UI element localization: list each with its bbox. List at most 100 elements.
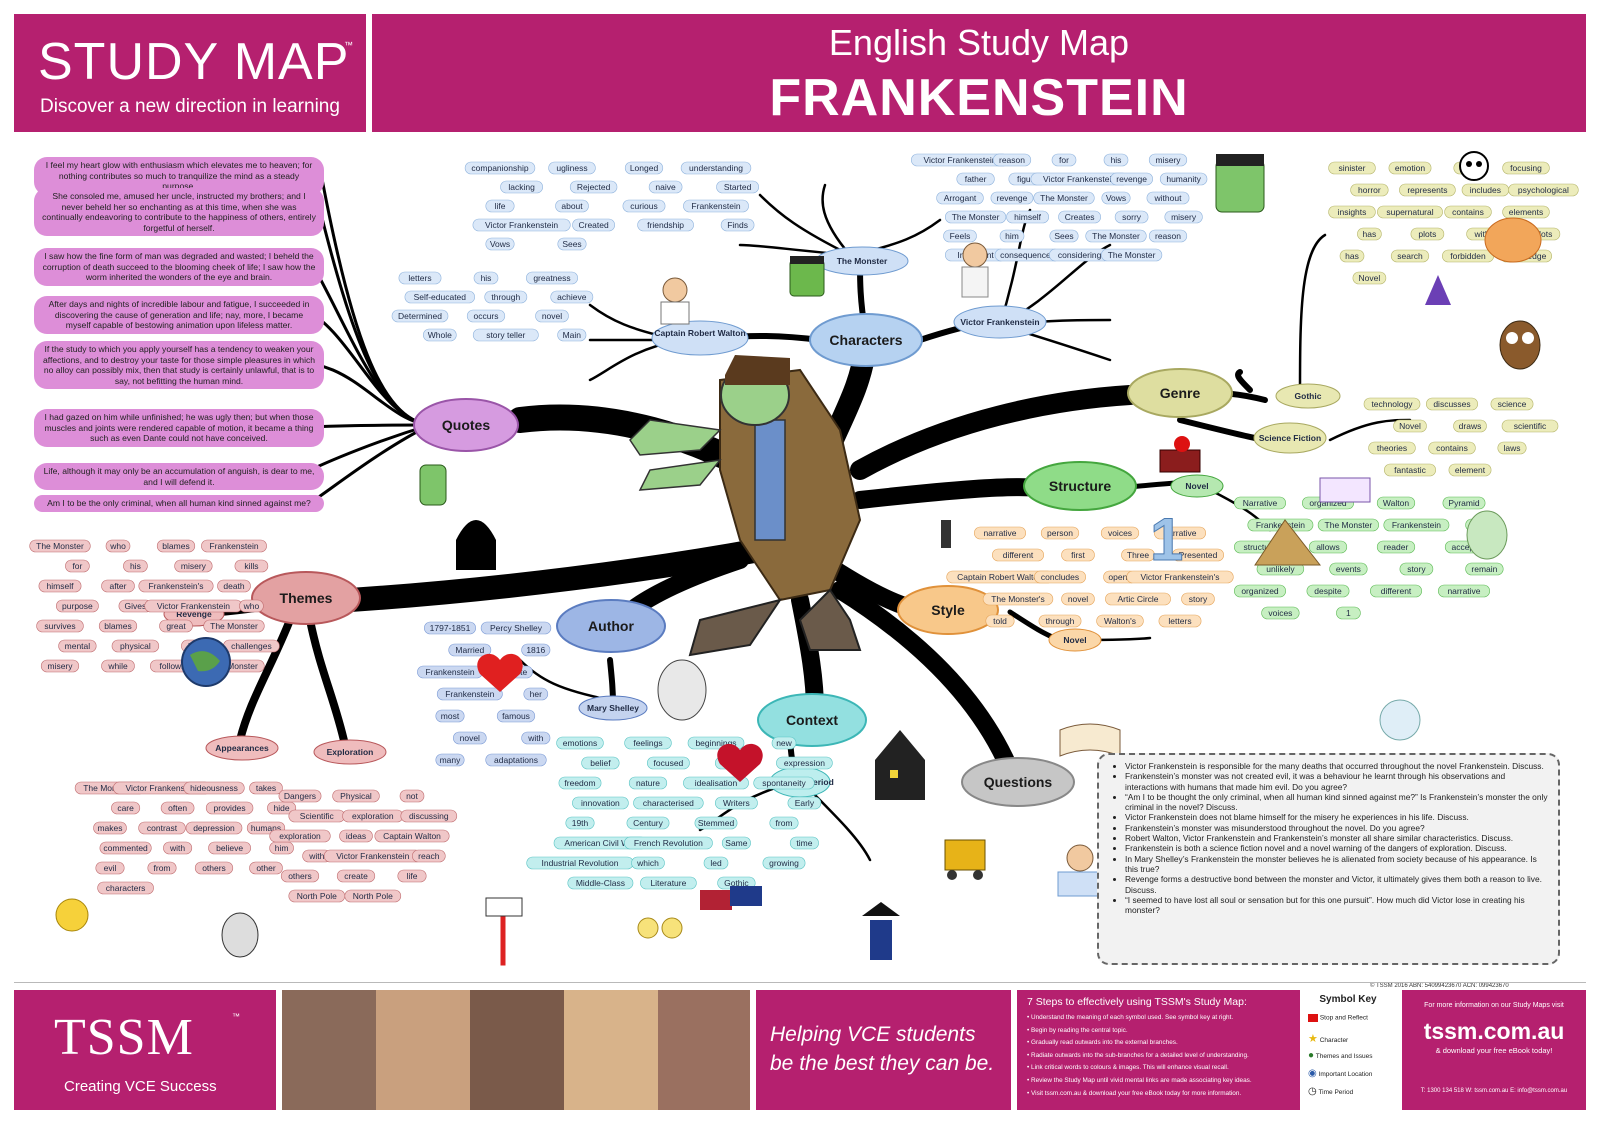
hub-quotes[interactable]: Quotes xyxy=(413,398,519,452)
term-pill: takes xyxy=(249,781,283,795)
node-victor-frankenstein[interactable]: Victor Frankenstein xyxy=(953,305,1047,339)
term-pill-bg xyxy=(1049,229,1079,243)
slogan-line-2: be the best they can be. xyxy=(770,1052,995,1075)
term-pill: misery xyxy=(1148,153,1188,167)
term-pill-bg xyxy=(1172,548,1225,562)
term-label: others xyxy=(288,871,312,881)
term-pill: achieve xyxy=(550,290,594,304)
term-label: remain xyxy=(1471,564,1497,574)
term-pill-bg xyxy=(123,559,148,573)
term-pill: insights xyxy=(1328,205,1376,219)
term-pill: The Monster xyxy=(1033,191,1095,205)
term-label: Vows xyxy=(490,239,510,249)
term-label: create xyxy=(344,871,368,881)
term-pill-bg xyxy=(1261,606,1300,620)
term-label: himself xyxy=(1014,212,1042,222)
hub-genre[interactable]: Genre xyxy=(1127,368,1233,418)
term-label: occurs xyxy=(473,311,498,321)
term-pill: theories xyxy=(1368,441,1416,455)
term-pill-bg xyxy=(163,841,193,855)
term-label: companionship xyxy=(471,163,528,173)
term-pill-bg xyxy=(1465,562,1504,576)
term-label: Three xyxy=(1127,550,1149,560)
term-pill-bg xyxy=(269,829,331,843)
term-label: Creates xyxy=(1065,212,1095,222)
term-pill: draws xyxy=(1453,419,1487,433)
term-pill: Three xyxy=(1121,548,1155,562)
term-label: Frankenstein xyxy=(209,541,258,551)
term-pill-bg xyxy=(628,776,668,790)
term-pill-bg xyxy=(411,849,446,863)
term-pill: story xyxy=(1181,592,1215,606)
term-label: Presented xyxy=(1179,550,1218,560)
hub-author[interactable]: Author xyxy=(556,599,666,653)
website-link[interactable]: tssm.com.au xyxy=(1423,1018,1565,1044)
term-pill: The Monster xyxy=(29,539,91,553)
node-gothic[interactable]: Gothic xyxy=(1275,383,1341,409)
term-pill: friendship xyxy=(637,218,694,232)
hub-context[interactable]: Context xyxy=(757,693,867,747)
term-label: death xyxy=(223,581,245,591)
node-exploration[interactable]: Exploration xyxy=(313,739,387,765)
term-pill: without xyxy=(1146,191,1190,205)
term-label: Novel xyxy=(1399,421,1421,431)
slogan: Helping VCE students be the best they ca… xyxy=(770,1020,994,1078)
hub-structure[interactable]: Structure xyxy=(1023,461,1137,511)
term-label: The Monster xyxy=(952,212,1000,222)
term-pill: misery xyxy=(40,659,80,673)
term-pill-bg xyxy=(1399,562,1434,576)
steps-list: • Understand the meaning of each symbol … xyxy=(1027,1012,1252,1100)
term-pill: evil xyxy=(95,861,125,875)
term-pill: feelings xyxy=(624,736,672,750)
term-pill: blames xyxy=(98,619,138,633)
number-one-icon: 1 xyxy=(1150,506,1184,574)
term-label: Sees xyxy=(562,239,581,249)
svg-text:Novel: Novel xyxy=(1185,481,1208,491)
term-pill: with xyxy=(521,731,551,745)
term-pill: reader xyxy=(1376,540,1416,554)
term-pill-bg xyxy=(646,756,690,770)
node-the-monster[interactable]: The Monster xyxy=(815,246,909,276)
term-pill: 1797-1851 xyxy=(423,621,476,635)
hub-questions[interactable]: Questions xyxy=(961,757,1075,807)
term-pill: ugliness xyxy=(548,161,596,175)
term-label: fantastic xyxy=(1394,465,1426,475)
node-science-fiction[interactable]: Science Fiction xyxy=(1253,422,1327,454)
term-label: Literature xyxy=(650,878,686,888)
node-appearances[interactable]: Appearances xyxy=(205,735,279,761)
term-label: has xyxy=(1345,251,1359,261)
term-label: commented xyxy=(103,843,148,853)
hub-style[interactable]: Style xyxy=(897,585,999,635)
svg-text:Structure: Structure xyxy=(1049,478,1111,494)
term-label: Victor Frankenstein xyxy=(485,220,558,230)
term-pill-bg xyxy=(95,861,125,875)
term-label: care xyxy=(117,803,134,813)
term-pill: belief xyxy=(581,756,620,770)
term-pill-bg xyxy=(185,821,243,835)
term-label: narrative xyxy=(983,528,1016,538)
term-pill-bg xyxy=(473,271,499,285)
tssm-tagline: Creating VCE Success xyxy=(64,1078,217,1095)
term-label: Victor Frankenstein xyxy=(923,155,996,165)
term-pill: reach xyxy=(411,849,446,863)
term-label: others xyxy=(202,863,226,873)
term-pill-bg xyxy=(1442,496,1486,510)
slogan-panel: Helping VCE students be the best they ca… xyxy=(756,990,1011,1110)
node-structure-novel[interactable]: Novel xyxy=(1170,474,1224,498)
hub-characters[interactable]: Characters xyxy=(809,313,923,367)
node-mary-shelley[interactable]: Mary Shelley xyxy=(578,695,648,721)
node-style-novel[interactable]: Novel xyxy=(1048,628,1102,652)
heart-icon xyxy=(477,653,523,692)
term-pill: narrative xyxy=(1154,526,1207,540)
term-label: through xyxy=(1046,616,1075,626)
copyright-line: © TSSM 2016 ABN: 54099423670 ACN: 099423… xyxy=(1370,983,1509,989)
term-label: for xyxy=(1059,155,1069,165)
term-pill-bg xyxy=(1121,548,1155,562)
node-captain-walton[interactable]: Captain Robert Walton xyxy=(651,320,749,356)
map-subtitle: English Study Map xyxy=(828,22,1130,63)
term-label: Industrial Revolution xyxy=(541,858,618,868)
term-pill: for xyxy=(65,559,90,573)
hub-themes[interactable]: Themes xyxy=(251,571,361,625)
term-pill: misery xyxy=(174,559,213,573)
reaper-icon xyxy=(456,520,496,570)
